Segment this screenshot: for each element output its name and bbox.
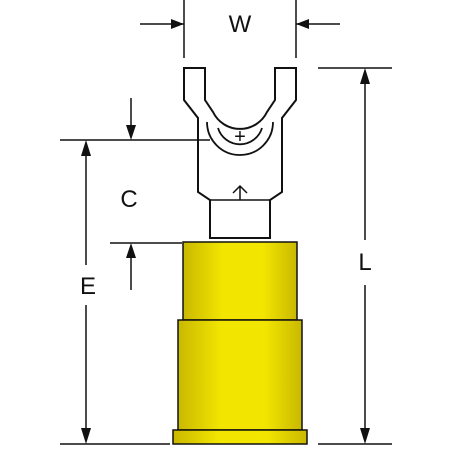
tongue-arrow-icon [232,184,248,200]
insulation-flange [172,429,308,445]
dimension-l: L [318,67,392,445]
insulation-upper [182,241,298,321]
dimension-c: C [60,98,210,290]
insulation-lower [177,319,303,431]
dimension-e-label: E [80,273,96,300]
fork-inner-arc-inner [217,127,263,146]
fork-terminal-body [183,67,297,239]
dimension-l-label: L [358,249,371,276]
dimension-w: W [140,0,340,58]
fork-inner-arc-outer [206,121,274,156]
dimension-e: E [60,140,170,445]
dimension-w-label: W [229,11,252,38]
dimension-c-label: C [120,186,137,213]
center-mark: + [234,126,246,148]
